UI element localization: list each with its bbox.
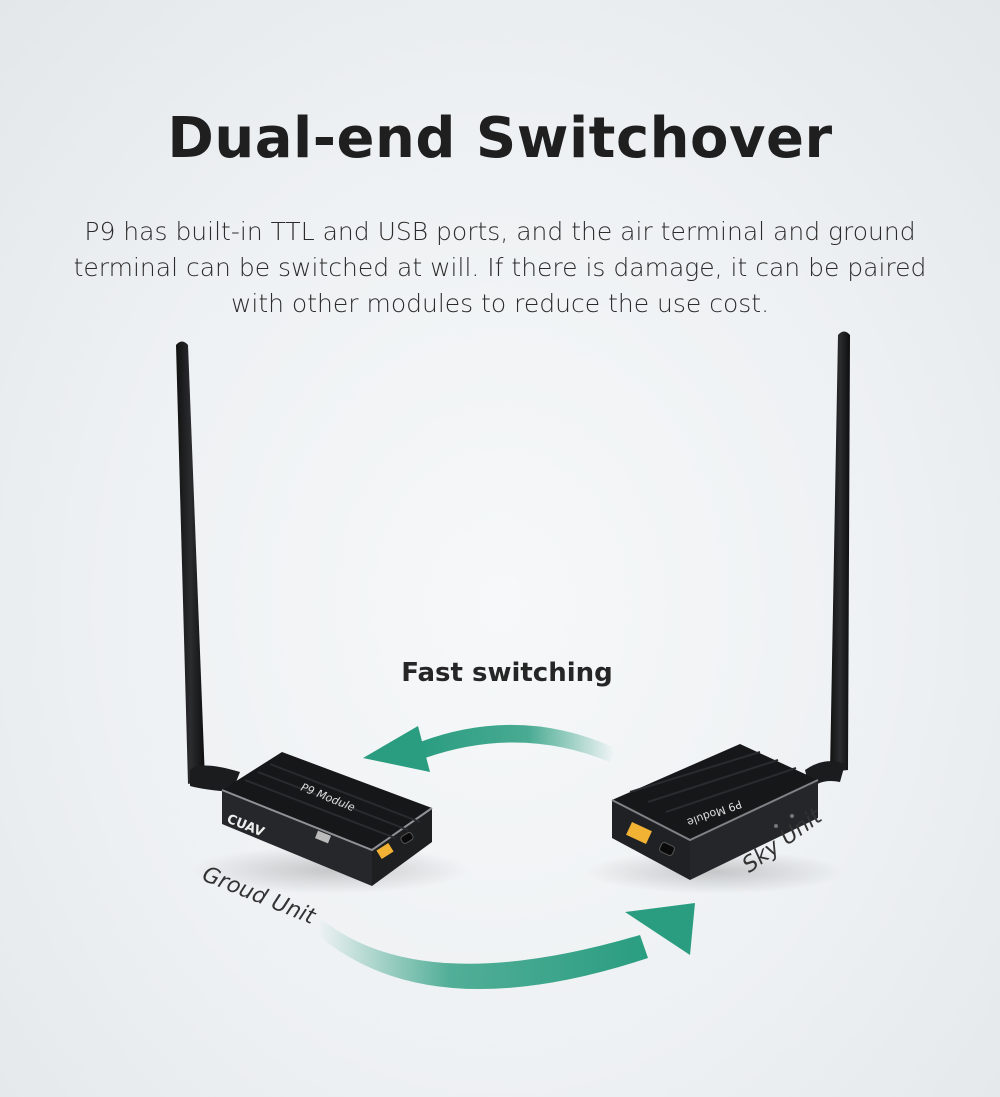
fast-switching-caption: Fast switching — [401, 658, 613, 688]
description-text: P9 has built-in TTL and USB ports, and t… — [73, 217, 927, 318]
arrow-sky-to-ground-icon — [363, 724, 615, 772]
ground-unit-device: P9 Module CUAV — [176, 341, 470, 894]
page-title: Dual-end Switchover — [167, 106, 833, 171]
arrow-ground-to-sky-icon — [318, 903, 695, 990]
sky-unit-device: P9 Module — [585, 331, 850, 894]
